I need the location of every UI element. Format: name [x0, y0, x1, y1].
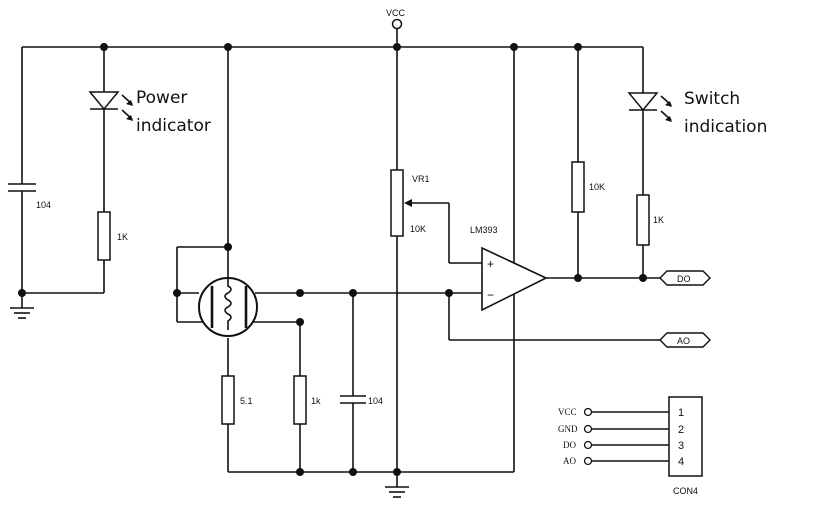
- power-led: [88, 47, 133, 212]
- connector-pin-number: 2: [678, 424, 684, 436]
- resistor-switch-led-label: 1K: [653, 215, 664, 225]
- resistor-switch-led: 1K: [636, 194, 664, 278]
- switch-indicator-label: Switch: [684, 89, 740, 109]
- resistor-pullup: 10K: [571, 47, 605, 278]
- capacitor-mid-label: 104: [368, 396, 383, 406]
- potentiometer-value: 10K: [410, 224, 426, 234]
- capacitor-left: 104: [8, 47, 51, 293]
- connector-pin-signal: DO: [563, 440, 576, 450]
- resistor-sensor-bottom-label: 5.1: [240, 396, 253, 406]
- capacitor-left-label: 104: [36, 200, 51, 210]
- capacitor-mid: 104: [340, 293, 383, 472]
- vcc-terminal: [391, 18, 403, 30]
- connector-pin-signal: GND: [558, 424, 578, 434]
- connector-pin-number: 4: [678, 456, 684, 468]
- switch-led: [627, 47, 672, 195]
- photoresistor-sensor: [198, 277, 258, 337]
- resistor-sensor-bottom: 5.1: [221, 375, 253, 472]
- vcc-rail: VCC: [22, 8, 643, 48]
- ground-rail: [228, 47, 515, 487]
- ao-terminal-label: AO: [677, 336, 690, 346]
- connector-pin-number: 1: [678, 407, 684, 419]
- resistor-pullup-label: 10K: [589, 182, 605, 192]
- resistor-power-led: 1K: [22, 211, 128, 294]
- opamp-minus: −: [487, 288, 494, 302]
- ao-terminal: AO: [659, 332, 711, 348]
- do-terminal: DO: [659, 270, 711, 286]
- resistor-1k: 1k: [293, 322, 321, 472]
- connector-con4: VCC GND DO AO 1 2 3 4 CON4: [558, 396, 703, 496]
- switch-indicator-label-line2: indication: [684, 117, 767, 137]
- power-indicator-label: Power: [136, 88, 187, 108]
- resistor-1k-label: 1k: [311, 396, 321, 406]
- connector-name: CON4: [673, 486, 698, 496]
- connector-pin-signal: AO: [563, 456, 576, 466]
- potentiometer-name: VR1: [412, 174, 430, 184]
- connector-pin-signal: VCC: [558, 407, 577, 417]
- opamp-plus: +: [487, 257, 494, 271]
- do-terminal-label: DO: [677, 274, 691, 284]
- junction-dots: [18, 43, 647, 476]
- comparator-label: LM393: [470, 225, 498, 235]
- ground-bottom-icon: [385, 486, 409, 498]
- vcc-label: VCC: [386, 8, 406, 18]
- power-indicator-label-line2: indicator: [136, 116, 211, 136]
- resistor-power-led-label: 1K: [117, 232, 128, 242]
- comparator-lm393: + − LM393: [470, 225, 548, 312]
- potentiometer-vr1: VR1 10K: [390, 47, 482, 472]
- connector-pin-number: 3: [678, 440, 684, 452]
